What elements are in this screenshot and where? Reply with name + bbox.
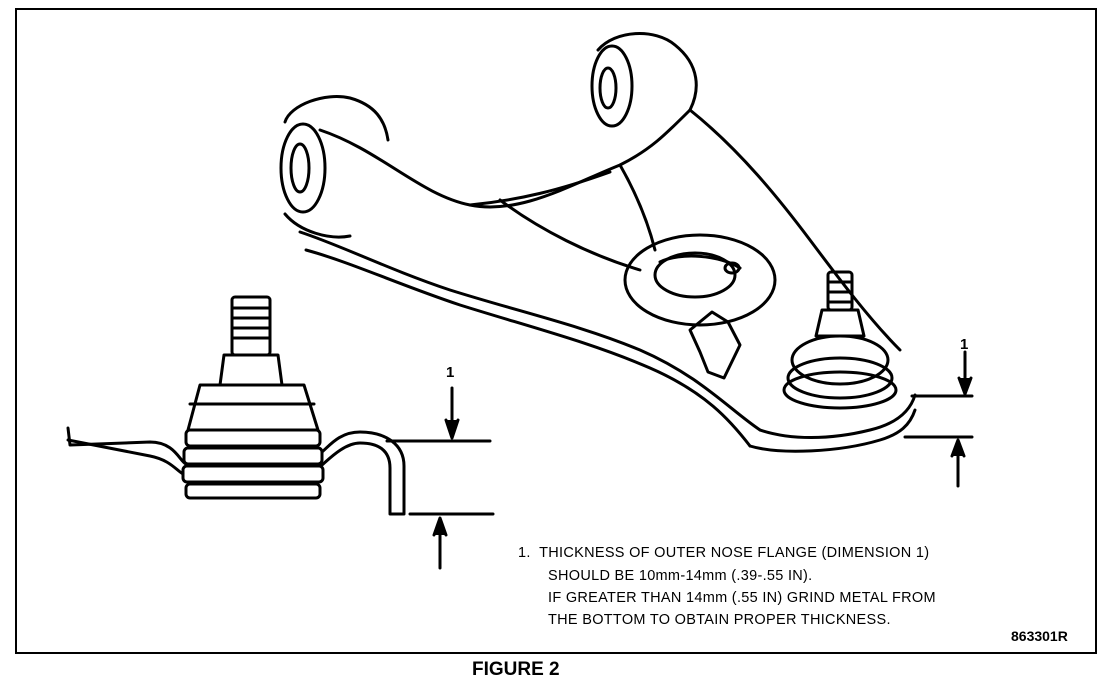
- part-number: 863301R: [1011, 628, 1068, 644]
- ball-joint-detail: [66, 295, 495, 570]
- dimension-label-right: 1: [960, 336, 969, 353]
- dimension-label-left: 1: [446, 364, 455, 381]
- figure-caption: FIGURE 2: [472, 659, 560, 680]
- note-line-4: THE BOTTOM TO OBTAIN PROPER THICKNESS.: [548, 612, 891, 628]
- control-arm-drawing: [279, 32, 974, 488]
- note-line-2: SHOULD BE 10mm-14mm (.39-.55 IN).: [548, 568, 813, 584]
- note-line-1: 1. THICKNESS OF OUTER NOSE FLANGE (DIMEN…: [518, 545, 930, 561]
- figure-frame: [15, 8, 1097, 654]
- note-line-3: IF GREATER THAN 14mm (.55 IN) GRIND META…: [548, 590, 936, 606]
